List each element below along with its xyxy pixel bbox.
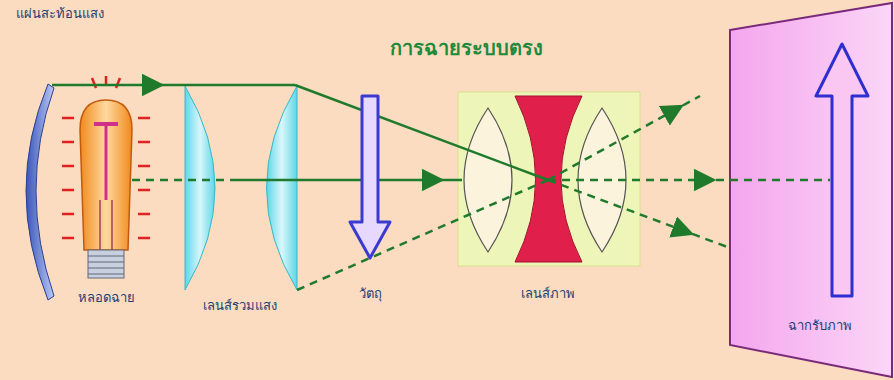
ray-dash [138, 165, 150, 168]
part-label: เลนส์ภาพ [521, 286, 575, 302]
part-label: ฉากรับภาพ [788, 318, 852, 334]
ray-dash [92, 78, 96, 88]
title: การฉายระบบตรง [390, 36, 543, 60]
ray-dash [62, 141, 74, 144]
convex-lens [464, 108, 512, 252]
condenser-lens [185, 86, 215, 290]
part-label: แผ่นสะท้อนแสง [16, 6, 104, 22]
part-label: เลนส์รวมแสง [203, 298, 277, 314]
ray-dash [138, 189, 150, 192]
ray-dash [138, 213, 150, 216]
ray-dash [138, 117, 150, 120]
light-path [52, 85, 830, 290]
lamp [80, 100, 132, 278]
ray-dash [62, 237, 74, 240]
ray-dash [62, 189, 74, 192]
ray-dash [116, 78, 120, 88]
ray-dash [138, 141, 150, 144]
reflector [26, 84, 54, 300]
ray-dash [62, 213, 74, 216]
ray-dash [62, 117, 74, 120]
ray-dash [62, 165, 74, 168]
part-label: หลอดฉาย [78, 290, 135, 306]
ray-dash [138, 237, 150, 240]
image-arrow [816, 44, 868, 296]
part-label: วัตถุ [359, 286, 382, 302]
screen [730, 3, 892, 377]
object-arrow [350, 96, 390, 258]
condenser-lens [267, 86, 298, 290]
